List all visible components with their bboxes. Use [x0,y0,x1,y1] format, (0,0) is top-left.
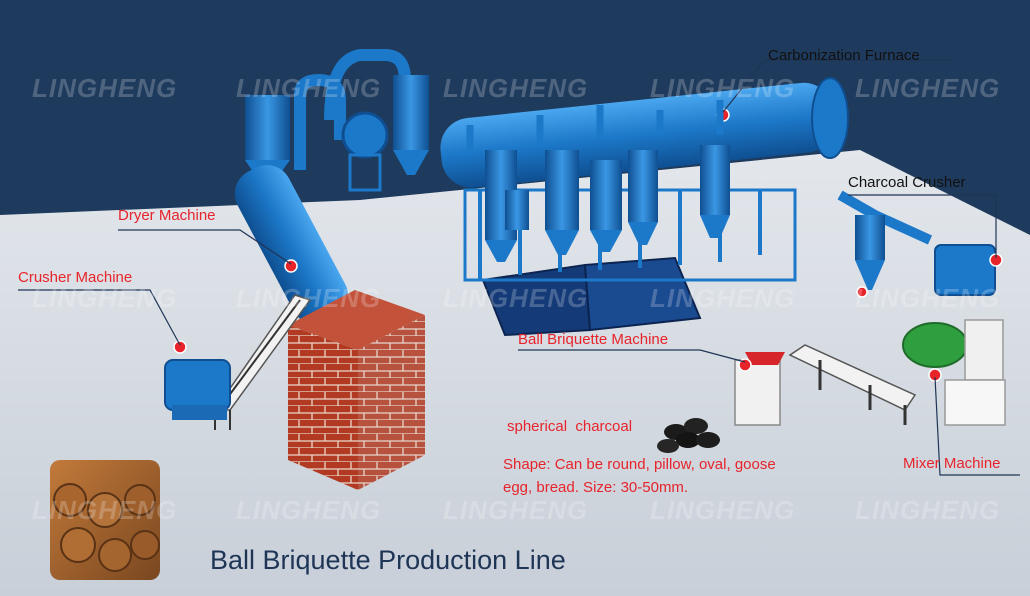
dryer-machine-drum [234,165,349,325]
dryer-hopper-tower [245,95,290,160]
leader-dryer [118,229,292,265]
watermark: LINGHENG [32,495,178,525]
brick-furnace-top [288,290,425,350]
watermark: LINGHENG [236,73,382,103]
induced-draft-fan [341,111,389,159]
cyclone-tower-left [393,75,429,150]
leader-charcoal-crusher [848,194,997,258]
mixer-base [944,379,1006,426]
wood-log-pile [50,460,160,580]
small-cyclone [505,190,529,230]
cyclone-cone-left [393,150,429,175]
label-carbonization-furnace: Carbonization Furnace [768,47,920,64]
pit-right [583,256,702,332]
label-dryer-machine: Dryer Machine [118,207,216,224]
charcoal-cyclone [855,215,885,260]
ball-briquette-marker [738,358,752,372]
diagram-title: Ball Briquette Production Line [210,545,566,575]
watermark: LINGHENG [32,283,178,313]
leader-crusher [18,289,181,346]
mixer-column [964,319,1004,381]
watermark: LINGHENG [443,495,589,525]
watermark: LINGHENG [855,495,1001,525]
watermark: LINGHENG [443,73,589,103]
watermark: LINGHENG [650,73,796,103]
label-ball-briquette-machine: Ball Briquette Machine [518,331,669,348]
brick-furnace-front [288,325,358,490]
leader-carbonization [722,59,950,113]
mixer-pan [902,322,968,368]
conveyor-middle-legs [818,360,907,425]
cyclone-cone-5 [700,215,730,238]
leader-mixer [934,376,1020,476]
watermark: LINGHENG [236,495,382,525]
crusher-machine-body [164,359,231,411]
charcoal-shape-description: Shape: Can be round, pillow, oval, goose… [503,456,776,496]
watermark: LINGHENG [650,495,796,525]
ball-briquette-hopper [745,352,785,365]
crusher-machine-base [172,405,227,420]
hot-air-duct [294,49,411,170]
dryer-marker [284,259,298,273]
floor-platform [0,150,1030,596]
label-mixer-machine: Mixer Machine [903,455,1001,472]
cyclone-cone-4 [628,222,658,245]
watermark: LINGHENG [32,73,178,103]
cyclone-cone-2 [545,230,579,255]
cyclone-tower-2 [545,150,579,230]
watermark: LINGHENG [236,283,382,313]
spherical-charcoal-pile [657,418,720,453]
charcoal-cyclone-cone [855,260,885,290]
cyclone-tower-5 [700,145,730,215]
label-spherical-charcoal: spherical charcoal [507,418,633,435]
cyclone-tower-4 [628,150,658,222]
leader-ball-briquette [518,349,746,363]
furnace-end-cap [811,77,849,159]
watermark: LINGHENG [855,283,1001,313]
carbonization-furnace-drum [440,82,835,188]
label-crusher-machine: Crusher Machine [18,269,133,286]
watermark: LINGHENG [855,73,1001,103]
fan-stand [348,153,382,192]
crusher-marker [173,340,187,354]
cyclone-cone-1 [485,240,517,262]
watermark: LINGHENG [443,283,589,313]
label-charcoal-crusher: Charcoal Crusher [848,174,966,191]
charcoal-cyclone-marker [856,286,868,298]
brick-furnace-side [358,315,425,490]
cyclone-cone-3 [590,230,622,252]
furnace-pipes [466,100,724,150]
cyclone-tower-3 [590,160,622,230]
charcoal-crusher-body [934,244,996,296]
watermark: LINGHENG [650,283,796,313]
